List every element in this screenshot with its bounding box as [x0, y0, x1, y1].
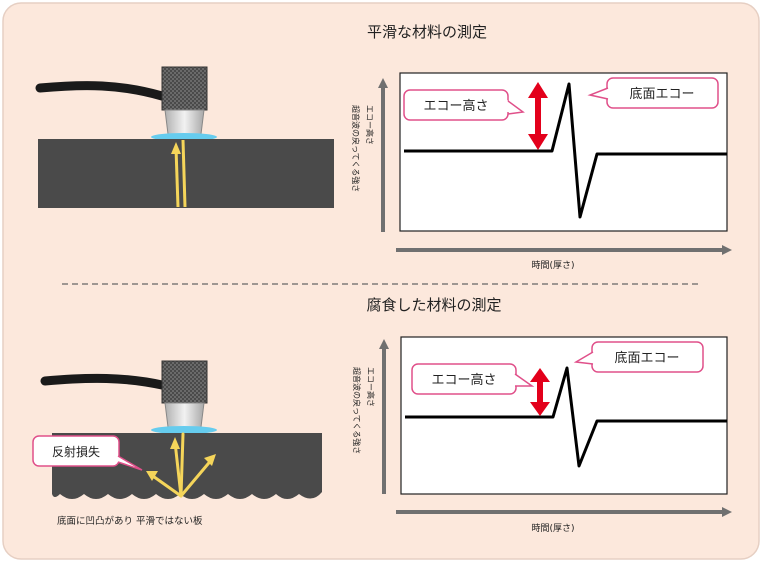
top-callout-bottom-echo: 底面エコー	[587, 77, 719, 109]
svg-text:エコー高さ: エコー高さ	[423, 98, 488, 114]
probe-cable	[40, 373, 167, 390]
probe-cable	[35, 81, 167, 101]
svg-text:反射損失: 反射損失	[52, 444, 100, 459]
svg-text:エコー高さ: エコー高さ	[431, 372, 496, 388]
material-caption: 底面に凹凸があり 平滑ではない板	[57, 515, 203, 527]
ultrasonic-beam	[171, 139, 187, 208]
svg-text:底面エコー: 底面エコー	[614, 350, 679, 366]
bottom-x-axis-label: 時間(厚さ)	[531, 523, 574, 534]
top-y-axis-label-strength: 超音波の戻ってくる強さ	[351, 105, 361, 192]
top-section-title: 平滑な材料の測定	[367, 23, 487, 41]
top-echo-waveform	[404, 82, 727, 219]
bottom-callout-echo-height: エコー高さ	[411, 363, 535, 395]
bottom-y-axis-label-strength: 超音波の戻ってくる強さ	[352, 367, 362, 454]
bottom-section-title: 腐食した材料の測定	[366, 296, 501, 314]
bottom-callout-bottom-echo: 底面エコー	[573, 341, 704, 373]
top-x-axis-label: 時間(厚さ)	[531, 260, 574, 271]
bottom-echo-height-arrow	[530, 368, 550, 416]
svg-text:底面エコー: 底面エコー	[629, 86, 694, 102]
ultrasonic-probe	[151, 360, 217, 434]
bottom-y-axis-label-echo: エコー高さ	[366, 367, 376, 407]
bottom-echo-waveform	[405, 366, 727, 468]
top-echo-height-arrow	[528, 82, 548, 150]
couplant-layer	[151, 426, 217, 434]
callout-reflection-loss: 反射損失	[32, 435, 143, 471]
ultrasonic-beam-scattered	[146, 432, 216, 498]
top-callout-echo-height: エコー高さ	[403, 89, 525, 121]
top-y-axis-label-echo: エコー高さ	[365, 105, 375, 145]
